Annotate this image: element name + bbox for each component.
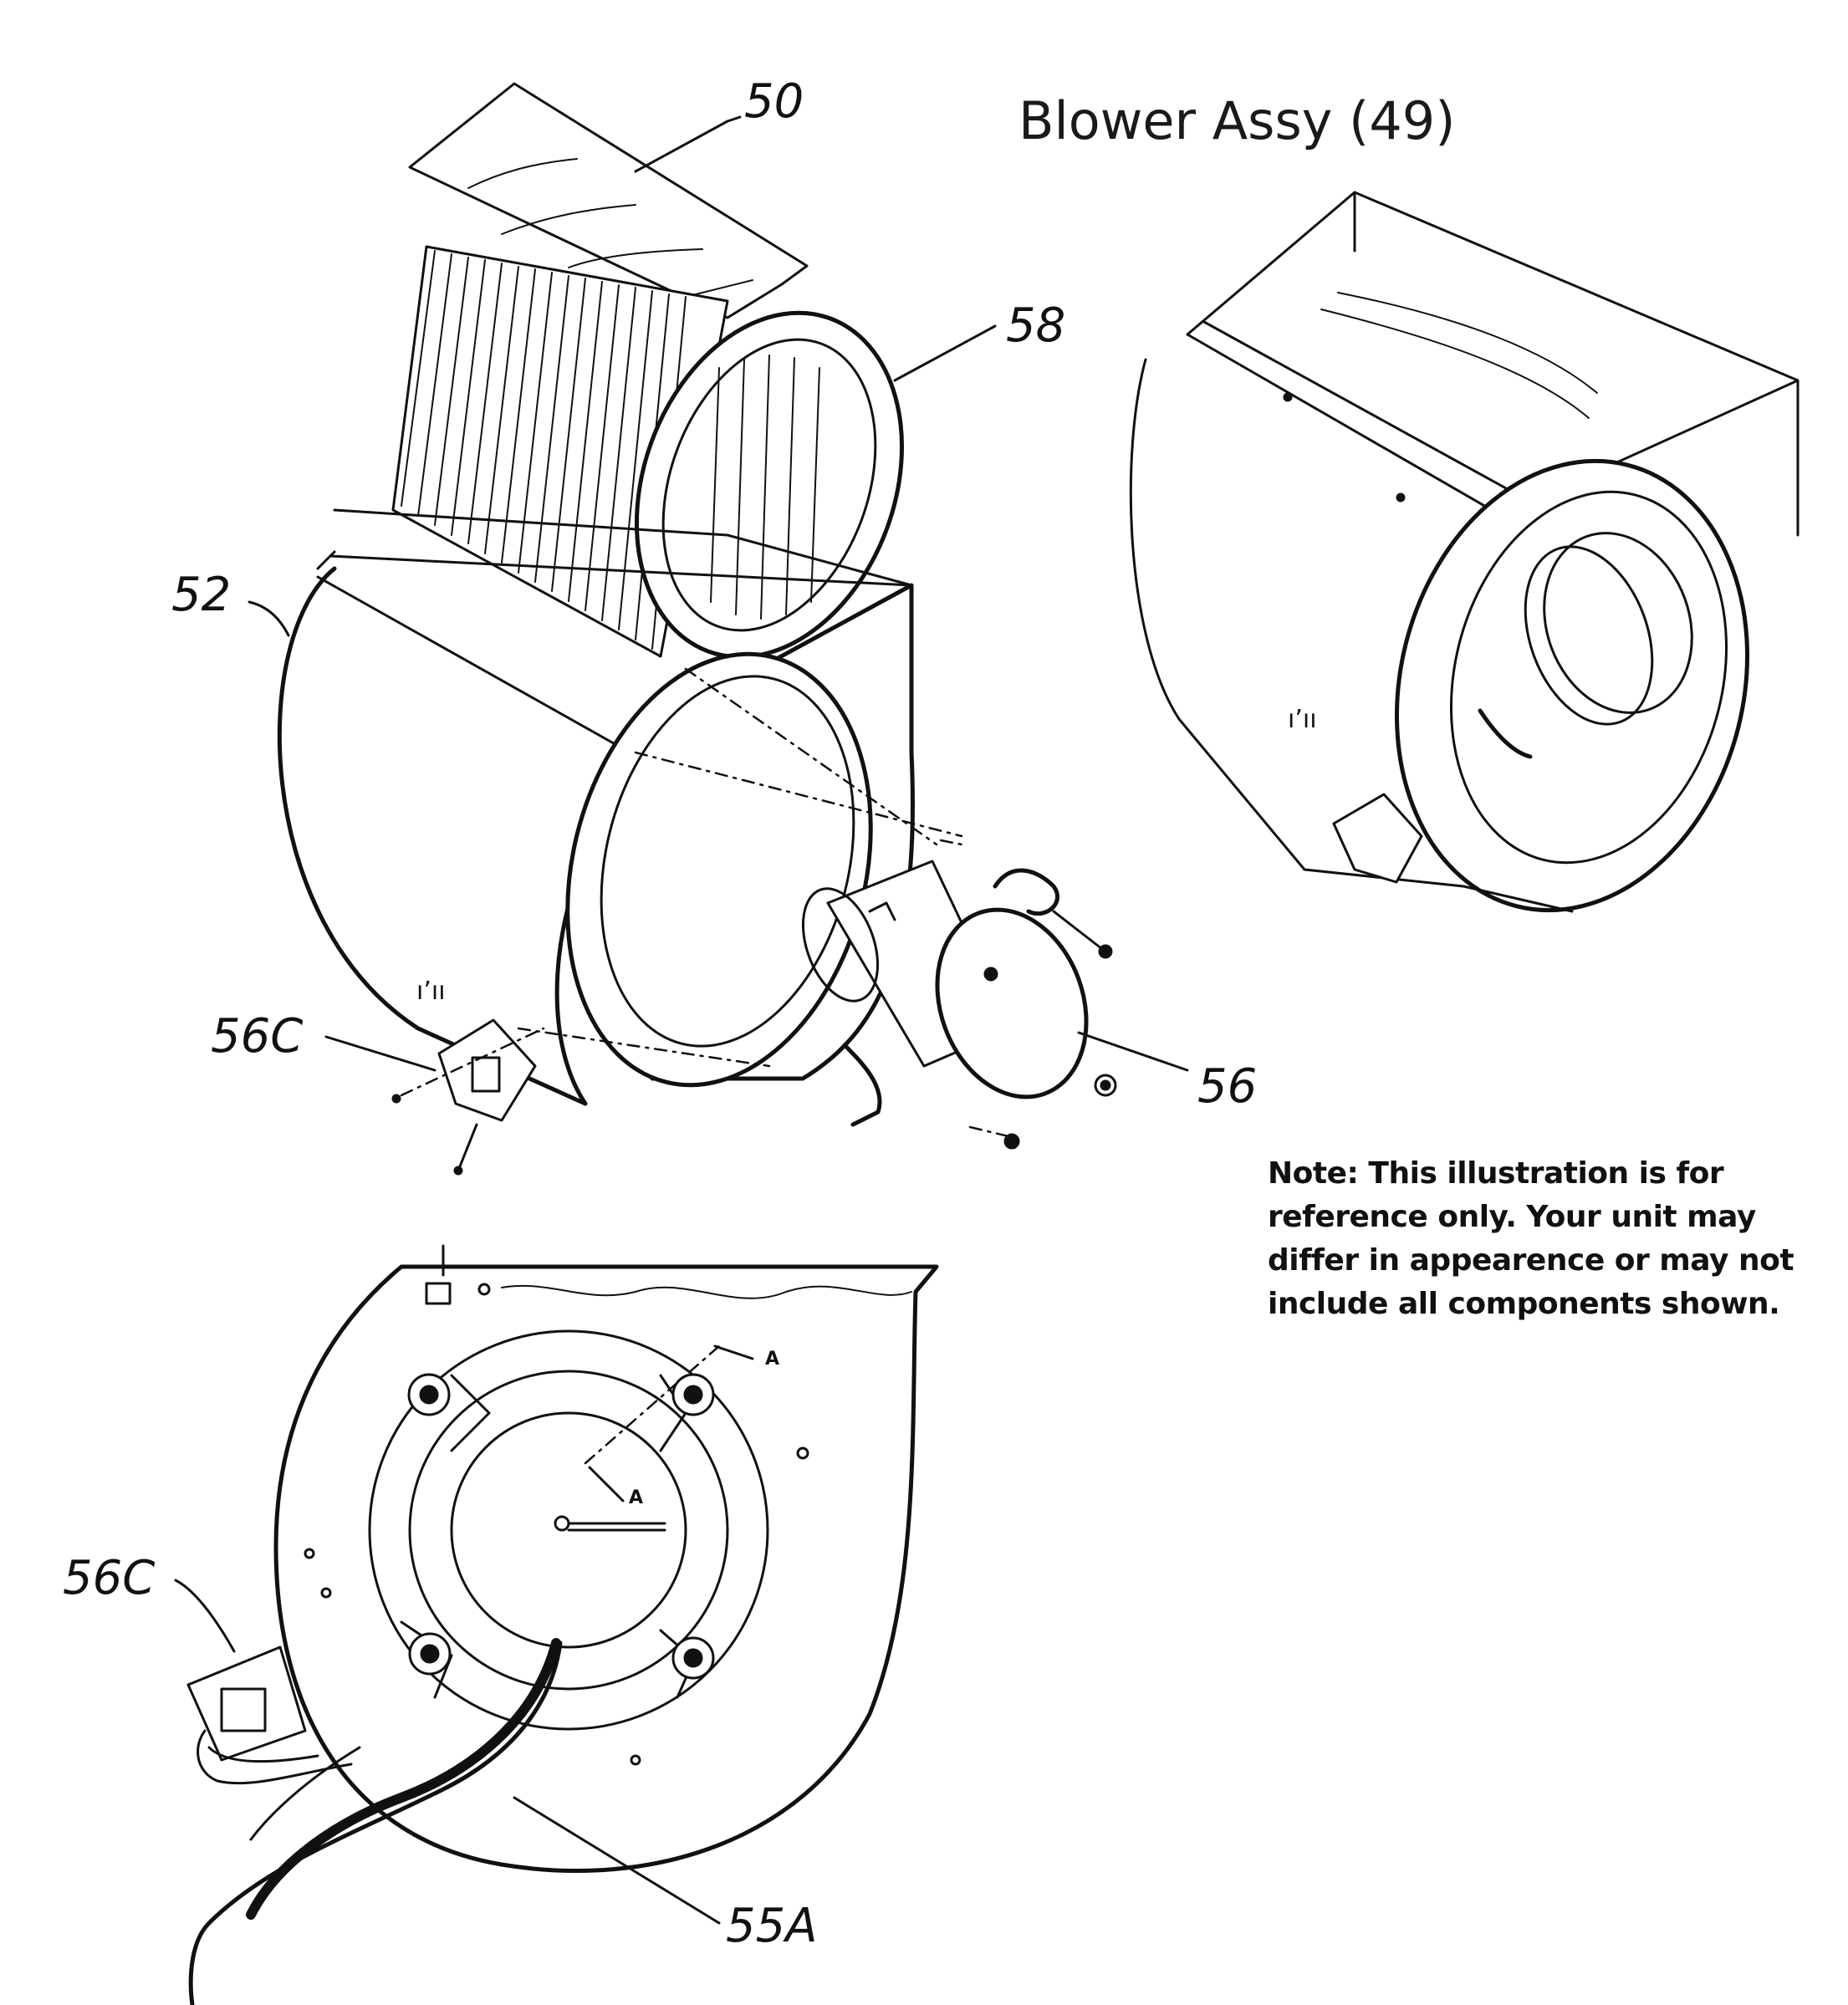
note-line-2: reference only. Your unit may bbox=[1268, 1200, 1756, 1234]
note-line-4: include all components shown. bbox=[1268, 1287, 1780, 1321]
callout-56c-top: 56C bbox=[211, 1009, 303, 1064]
blower-wheel-58 bbox=[391, 245, 905, 660]
note-line-1: Note: This illustration is for bbox=[1268, 1156, 1724, 1191]
callout-leaders bbox=[174, 115, 1189, 1925]
housing-mark-1: ı’ıı bbox=[416, 977, 446, 1006]
blower-housing-52: ı’ıı bbox=[277, 508, 963, 1106]
callout-58: 58 bbox=[1006, 298, 1065, 353]
capacitor-56c-front bbox=[186, 1645, 353, 1785]
page-title: Blower Assy (49) bbox=[1018, 90, 1456, 151]
housing-mark-2: ı’ıı bbox=[1288, 705, 1317, 734]
section-mark-a1: A bbox=[765, 1349, 779, 1370]
motor-56 bbox=[801, 839, 1117, 1150]
callout-52: 52 bbox=[171, 568, 231, 622]
note-line-3: differ in appearence or may not bbox=[1268, 1243, 1794, 1278]
assembled-view: ı’ıı bbox=[1129, 191, 1800, 913]
mount-grommets bbox=[407, 1373, 715, 1680]
wiring-harness-55a bbox=[188, 1638, 563, 2005]
callout-56c-bottom: 56C bbox=[63, 1551, 155, 1605]
front-view: A A bbox=[186, 1244, 939, 2005]
callout-55a: 55A bbox=[726, 1899, 818, 1953]
callout-56: 56 bbox=[1197, 1059, 1257, 1114]
capacitor-56c-exploded bbox=[391, 1018, 545, 1176]
callout-50: 50 bbox=[744, 74, 804, 129]
section-mark-a2: A bbox=[629, 1487, 643, 1508]
reference-note: Note: This illustration is for reference… bbox=[1268, 1152, 1836, 1326]
exploded-view: ı’ıı bbox=[277, 82, 1117, 1176]
